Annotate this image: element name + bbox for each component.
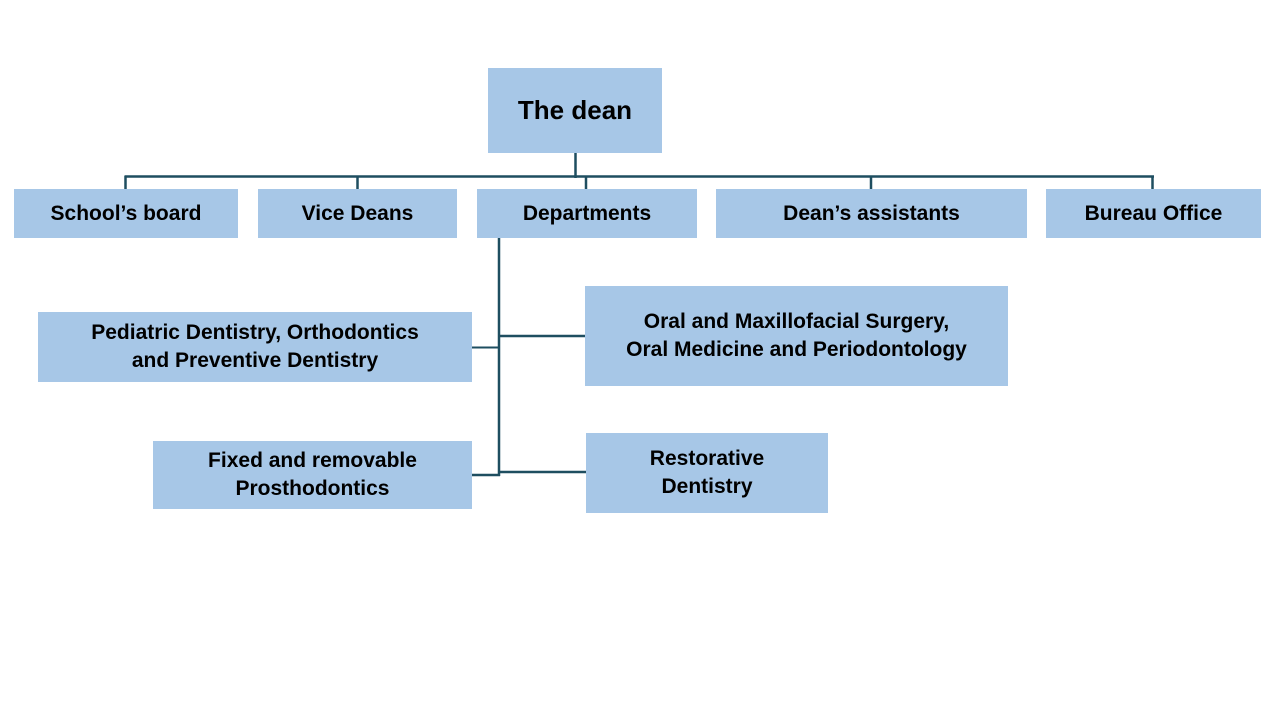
org-node-deans-assistants: Dean’s assistants (716, 189, 1027, 238)
org-node-pediatric-dentistry-label-line2: and Preventive Dentistry (131, 349, 379, 372)
org-node-fixed-removable-prosthodontics: Fixed and removable Prosthodontics (153, 441, 472, 509)
org-node-schools-board: School’s board (14, 189, 238, 238)
org-node-oral-maxillofacial-surgery-label-line2: Oral Medicine and Periodontology (626, 338, 967, 361)
org-node-fixed-removable-prosthodontics-label-line2: Prosthodontics (235, 477, 390, 500)
org-node-vice-deans-label: Vice Deans (301, 201, 414, 225)
org-node-departments: Departments (477, 189, 697, 238)
org-node-deans-assistants-label: Dean’s assistants (783, 201, 960, 225)
org-node-restorative-dentistry: Restorative Dentistry (586, 433, 828, 513)
org-node-dean: The dean (488, 68, 662, 153)
org-node-restorative-dentistry-label-line2: Dentistry (661, 475, 753, 498)
org-node-pediatric-dentistry-label-line1: Pediatric Dentistry, Orthodontics (91, 321, 419, 345)
org-node-oral-maxillofacial-surgery: Oral and Maxillofacial Surgery, Oral Med… (585, 286, 1008, 386)
org-node-bureau-office-label: Bureau Office (1084, 201, 1223, 225)
org-node-departments-label: Departments (522, 201, 652, 225)
org-node-fixed-removable-prosthodontics-label-line1: Fixed and removable (208, 449, 417, 473)
org-node-pediatric-dentistry: Pediatric Dentistry, Orthodontics and Pr… (38, 312, 472, 382)
org-node-oral-maxillofacial-surgery-label-line1: Oral and Maxillofacial Surgery, (643, 310, 950, 334)
org-node-bureau-office: Bureau Office (1046, 189, 1261, 238)
org-node-vice-deans: Vice Deans (258, 189, 457, 238)
org-node-dean-label: The dean (517, 95, 633, 126)
org-node-restorative-dentistry-label-line1: Restorative (649, 447, 765, 471)
org-node-schools-board-label: School’s board (50, 201, 202, 225)
